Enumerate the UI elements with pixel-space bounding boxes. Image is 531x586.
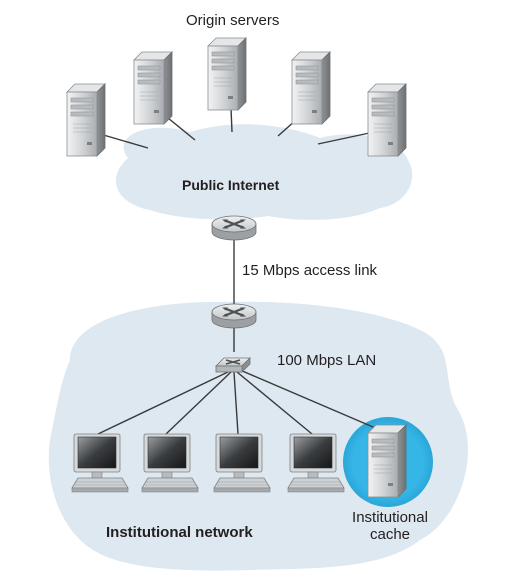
public-internet-label: Public Internet xyxy=(182,177,280,193)
origin-server-icon xyxy=(367,83,407,157)
desktop-computer-icon xyxy=(213,433,271,493)
desktop-computer-icon xyxy=(141,433,199,493)
desktop-computer-icon xyxy=(287,433,345,493)
institutional-cache-line2: cache xyxy=(369,526,411,544)
origin-server-icon xyxy=(66,83,106,157)
lan-label: 100 Mbps LAN xyxy=(277,352,377,369)
origin-server-icon xyxy=(207,37,247,111)
origin-server-icon xyxy=(133,51,173,125)
origin-server-icon xyxy=(291,51,331,125)
origin-servers-label: Origin servers xyxy=(186,12,280,29)
institutional-cache-label: Institutional cache xyxy=(344,509,436,544)
cache-server-icon xyxy=(367,424,407,498)
internet-router-icon xyxy=(210,214,258,242)
institutional-cache-line1: Institutional xyxy=(352,509,428,526)
lan-links xyxy=(97,369,381,435)
institutional-router-icon xyxy=(210,302,258,330)
desktop-computer-icon xyxy=(71,433,129,493)
access-link-label: 15 Mbps access link xyxy=(242,262,378,279)
public-internet-cloud xyxy=(115,124,413,220)
server-links xyxy=(99,107,375,149)
institutional-network-label: Institutional network xyxy=(106,524,253,541)
